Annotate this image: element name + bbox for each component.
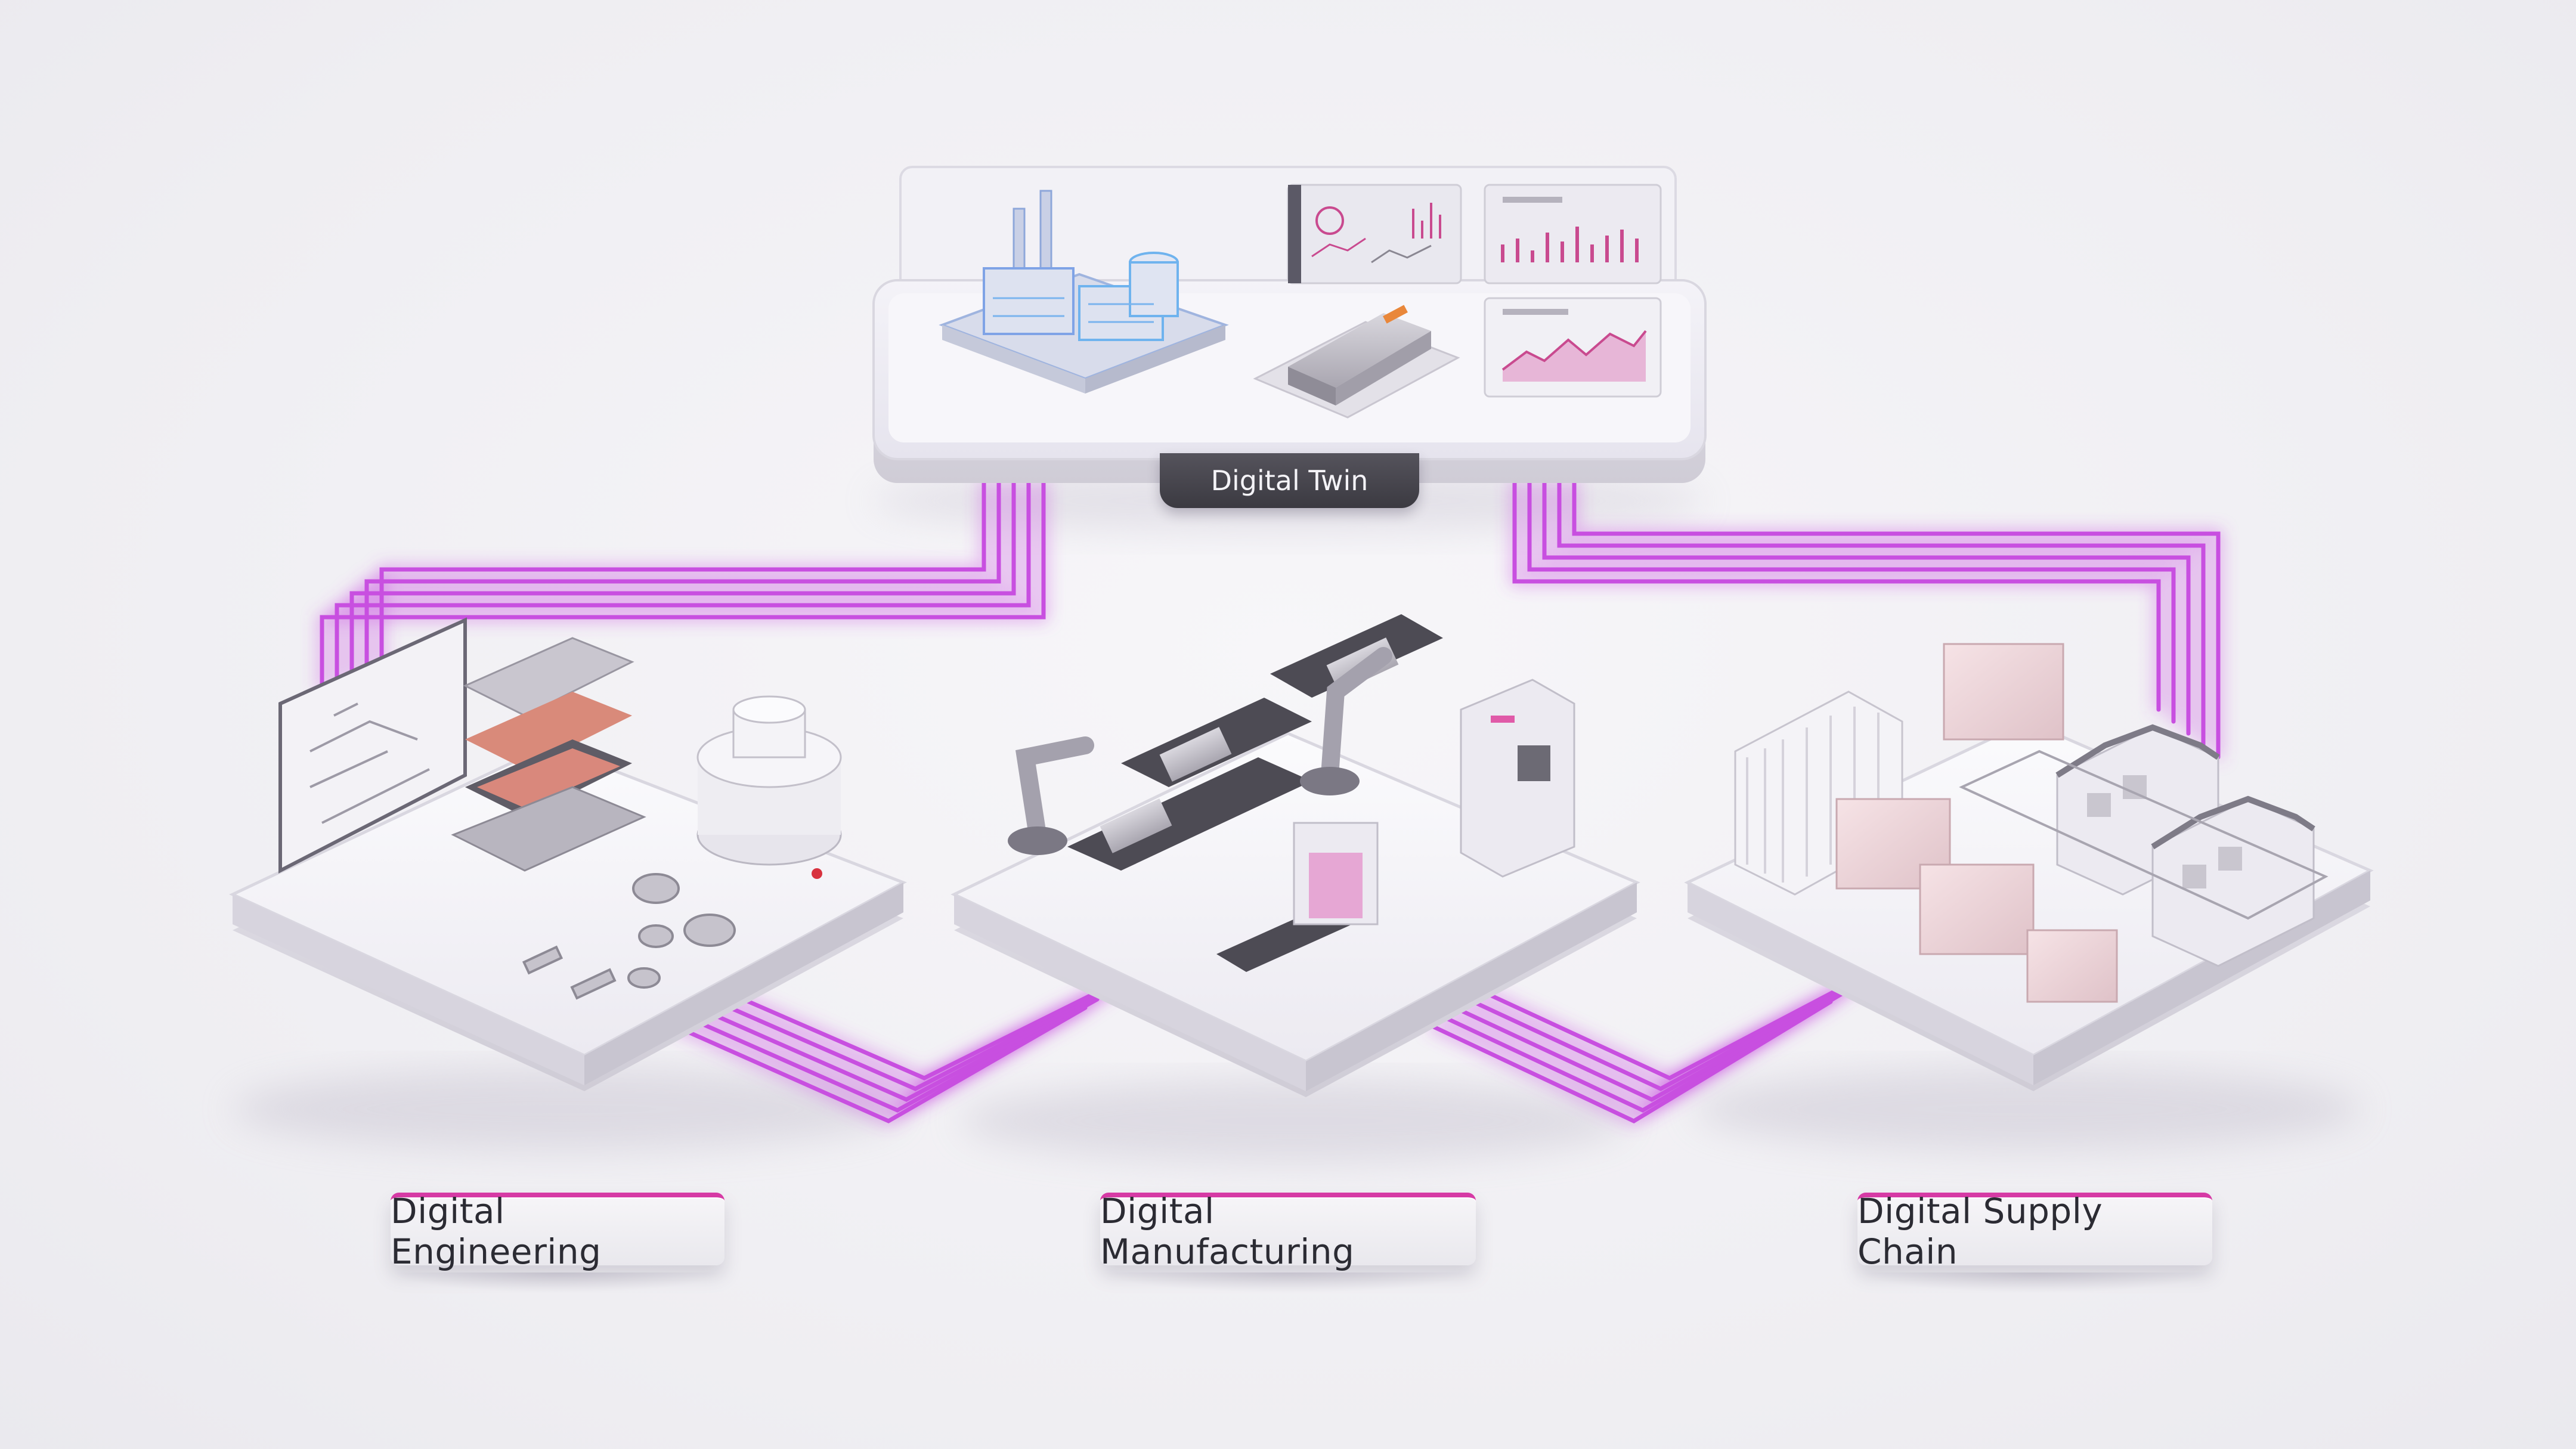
shadow-engineering bbox=[233, 1067, 900, 1151]
blueprint-board-icon bbox=[278, 617, 467, 874]
cardboard-boxes-icon bbox=[1835, 643, 2118, 1003]
shadow-manufacturing bbox=[960, 1079, 1628, 1163]
digital-supply-chain-label: Digital Supply Chain bbox=[1857, 1191, 2212, 1293]
digital-twin-label: Digital Twin bbox=[1160, 453, 1419, 508]
connector-engineering-manufacturing bbox=[671, 972, 1135, 1123]
digital-supply-chain-label-text: Digital Supply Chain bbox=[1857, 1191, 2103, 1272]
digital-manufacturing-platform bbox=[950, 614, 1640, 1097]
robot-arm-icon bbox=[1015, 647, 1392, 844]
digital-manufacturing-label-text: Digital Manufacturing bbox=[1100, 1191, 1355, 1272]
dashboard-panel-bar-chart bbox=[1484, 184, 1662, 284]
robot-base-icon bbox=[1300, 767, 1360, 795]
control-cabinet-icon bbox=[1460, 679, 1575, 878]
logistics-route-icon bbox=[1959, 750, 2329, 920]
battery-module-icon bbox=[1253, 305, 1460, 419]
connector-twin-supply bbox=[1512, 479, 2221, 760]
digital-twin-label-text: Digital Twin bbox=[1210, 465, 1368, 497]
digital-supply-chain-platform bbox=[1684, 643, 2374, 1091]
dashboard-panel-line-chart bbox=[1484, 297, 1662, 398]
digital-engineering-label: Digital Engineering bbox=[391, 1191, 724, 1293]
machine-parts-icon bbox=[522, 873, 736, 1000]
battery-stack-icon bbox=[451, 637, 646, 872]
digital-engineering-label-text: Digital Engineering bbox=[391, 1191, 602, 1272]
wireframe-factory-icon bbox=[939, 190, 1229, 394]
shadow-supply bbox=[1693, 1067, 2361, 1151]
warehouse-icon bbox=[2055, 724, 2315, 967]
connector-manufacturing-supply bbox=[1429, 966, 1881, 1123]
digital-manufacturing-label: Digital Manufacturing bbox=[1100, 1191, 1476, 1293]
digital-engineering-platform bbox=[229, 617, 907, 1091]
dashboard-panel-systems bbox=[1287, 184, 1462, 284]
inspection-gate-icon bbox=[1293, 822, 1379, 925]
mixer-machine-icon bbox=[696, 695, 842, 879]
robot-base-icon bbox=[1008, 826, 1067, 855]
digital-twin-platform bbox=[872, 166, 1707, 483]
connector-twin-engineering bbox=[320, 479, 1046, 694]
